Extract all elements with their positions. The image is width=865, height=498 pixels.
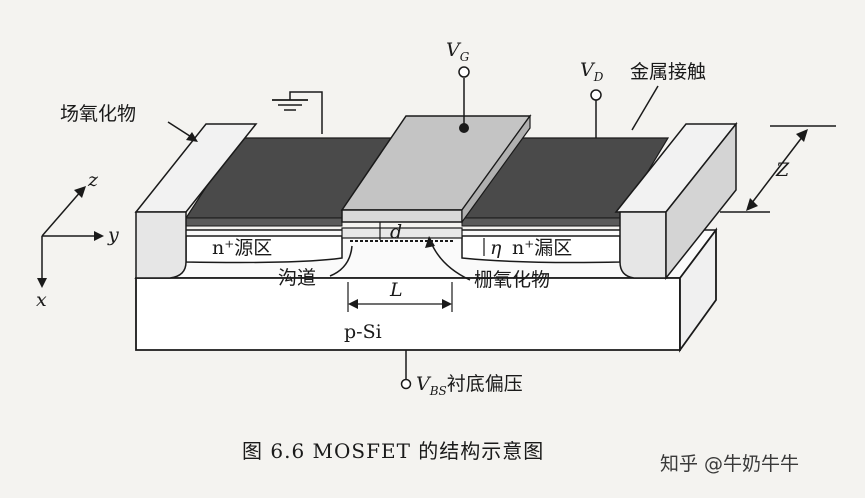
axis-x-label: x: [36, 289, 47, 311]
vd-label: V: [580, 59, 596, 81]
z-dim-line: [747, 131, 807, 209]
vbs-terminal: [400, 378, 412, 390]
metal-contact-pointer: [631, 85, 659, 131]
l-arrow-right: [442, 299, 452, 309]
field-oxide-left-front: [135, 211, 187, 279]
drain-label: n⁺漏区: [512, 237, 572, 259]
field-oxide-right-side: [665, 121, 737, 281]
z-dim-label: Z: [775, 159, 790, 181]
vd-terminal: [590, 89, 602, 101]
field-oxide-arrowhead: [186, 132, 198, 142]
substrate-right-face: [679, 227, 717, 353]
vg-label: V: [446, 39, 462, 61]
svg-text:VD: VD: [580, 59, 604, 84]
gate-oxide-arrowhead: [425, 236, 435, 248]
axis-z-line: [41, 189, 83, 237]
axis-y-arrow: [94, 231, 104, 241]
channel-label: 沟道: [278, 267, 316, 289]
d-label: d: [390, 221, 402, 243]
source-region: [185, 235, 343, 264]
source-ground-wire: [289, 91, 323, 134]
figure-caption: 图 6.6 MOSFET 的结构示意图: [242, 439, 544, 463]
metal-contact-label: 金属接触: [630, 61, 706, 83]
svg-text:VBS衬底偏压: VBS衬底偏压: [416, 373, 523, 398]
source-label: n⁺源区: [212, 237, 272, 259]
svg-text:VG: VG: [446, 39, 470, 64]
gate-oxide-layer: [341, 227, 463, 239]
vbs-label: V: [416, 373, 432, 395]
gate-oxide-label: 栅氧化物: [474, 269, 550, 291]
axis-z-label: z: [87, 169, 99, 191]
watermark-text: 知乎 @牛奶牛牛: [660, 453, 799, 475]
vd-sub: D: [593, 70, 604, 84]
substrate-front-face: [135, 277, 681, 351]
l-label: L: [389, 279, 403, 301]
psi-label: p-Si: [344, 321, 382, 343]
gate-right-face: [461, 114, 531, 224]
vbs-suffix: 衬底偏压: [447, 373, 523, 395]
axis-y-label: y: [107, 224, 119, 246]
vg-sub: G: [460, 50, 470, 64]
field-oxide-right-front: [619, 211, 667, 279]
field-oxide-label: 场氧化物: [60, 103, 136, 125]
z-dim-arrow-top: [796, 129, 808, 142]
axis-x-arrow: [37, 278, 47, 288]
channel-pointer: [329, 245, 353, 277]
source-metal-edge: [185, 217, 343, 227]
vg-terminal: [458, 66, 470, 78]
axis-z-arrow: [74, 186, 86, 198]
vbs-sub: BS: [429, 384, 447, 398]
drain-metal-edge: [461, 217, 621, 227]
z-dim-arrow-bottom: [746, 198, 758, 211]
l-arrow-left: [348, 299, 358, 309]
eta-label: η: [490, 237, 502, 259]
